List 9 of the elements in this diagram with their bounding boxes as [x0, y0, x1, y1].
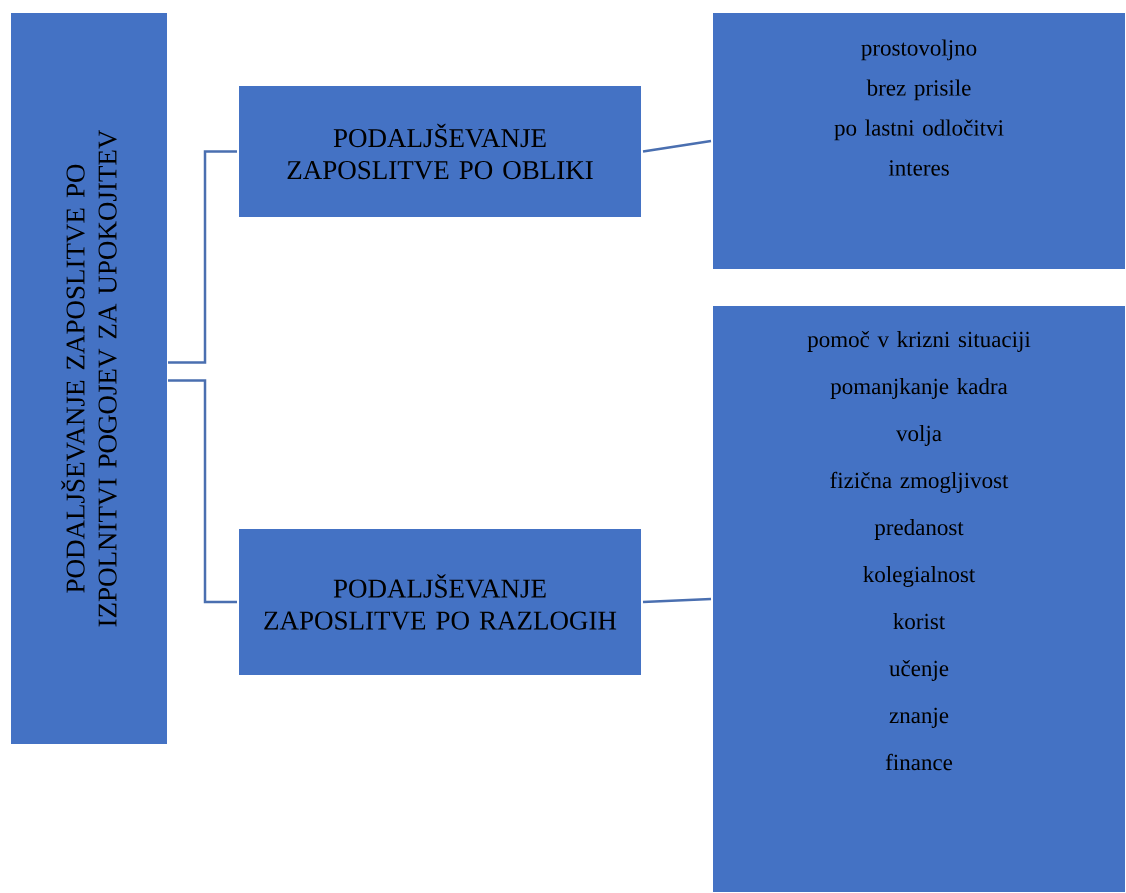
connector-line	[168, 379, 237, 604]
text-box: PODALJŠEVANJE ZAPOSLITVE PO RAZLOGIH	[237, 527, 643, 677]
text-box: PODALJŠEVANJE ZAPOSLITVE PO OBLIKI	[237, 84, 643, 219]
text-box: prostovoljno brez prisile po lastni odločitvi interes	[711, 11, 1126, 271]
connector-line	[642, 139, 712, 153]
connector-line	[642, 597, 712, 604]
text-box: PODALJŠEVANJE ZAPOSLITVE PO IZPOLNITVI POGOJEV ZA UPOKOJITEV	[9, 11, 169, 746]
text-box: pomoč v krizni situaciji pomanjkanje kadra volja fizična zmogljivost predanost kolegialnost korist učenje znanje finance	[711, 304, 1126, 893]
connector-line	[168, 150, 237, 364]
